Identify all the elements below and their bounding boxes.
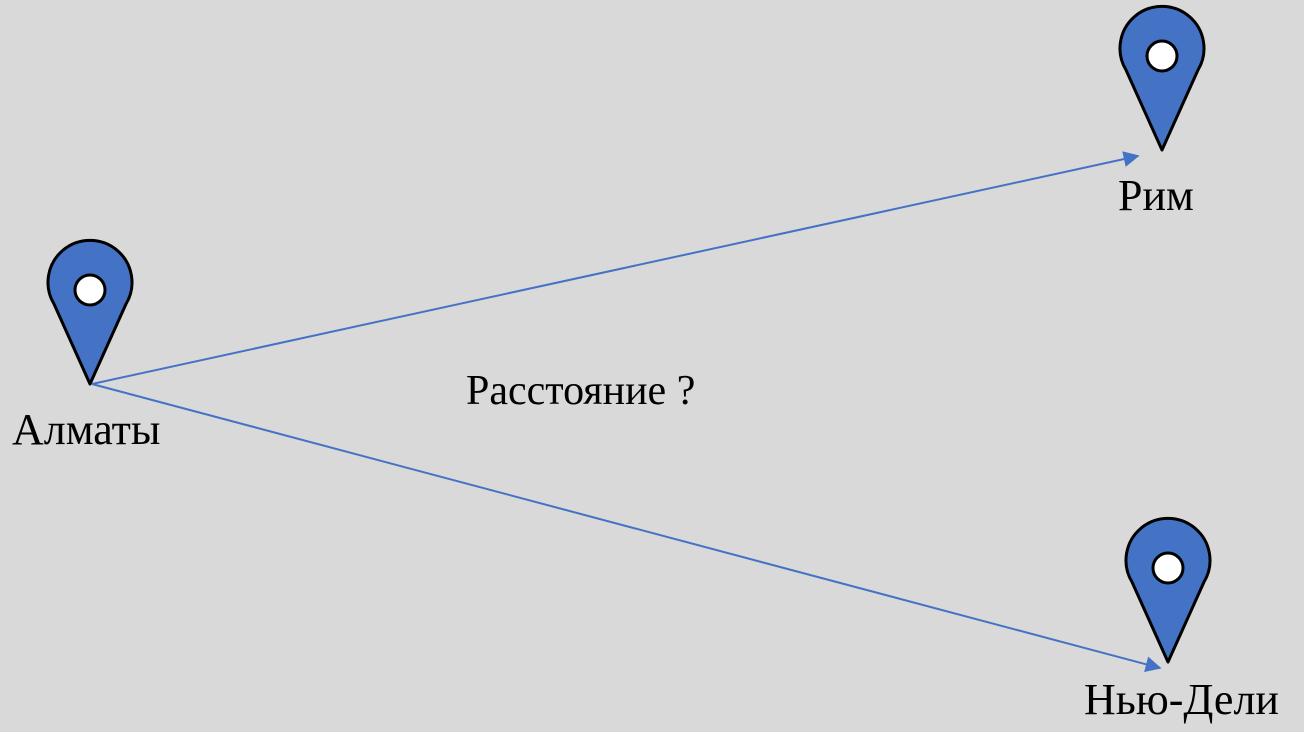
map-pin-icon-almaty [46,238,134,386]
distance-question: Расстояние ? [466,368,695,414]
arrow-almaty-to-new-delhi [91,383,1162,673]
label-new-delhi: Нью-Дели [1084,675,1279,724]
map-pin-icon-new-delhi [1124,516,1212,664]
arrow-almaty-to-rome [91,151,1140,385]
map-pin-icon-rome [1118,4,1206,152]
label-rome: Рим [1118,171,1194,220]
label-almaty: Алматы [12,405,160,454]
